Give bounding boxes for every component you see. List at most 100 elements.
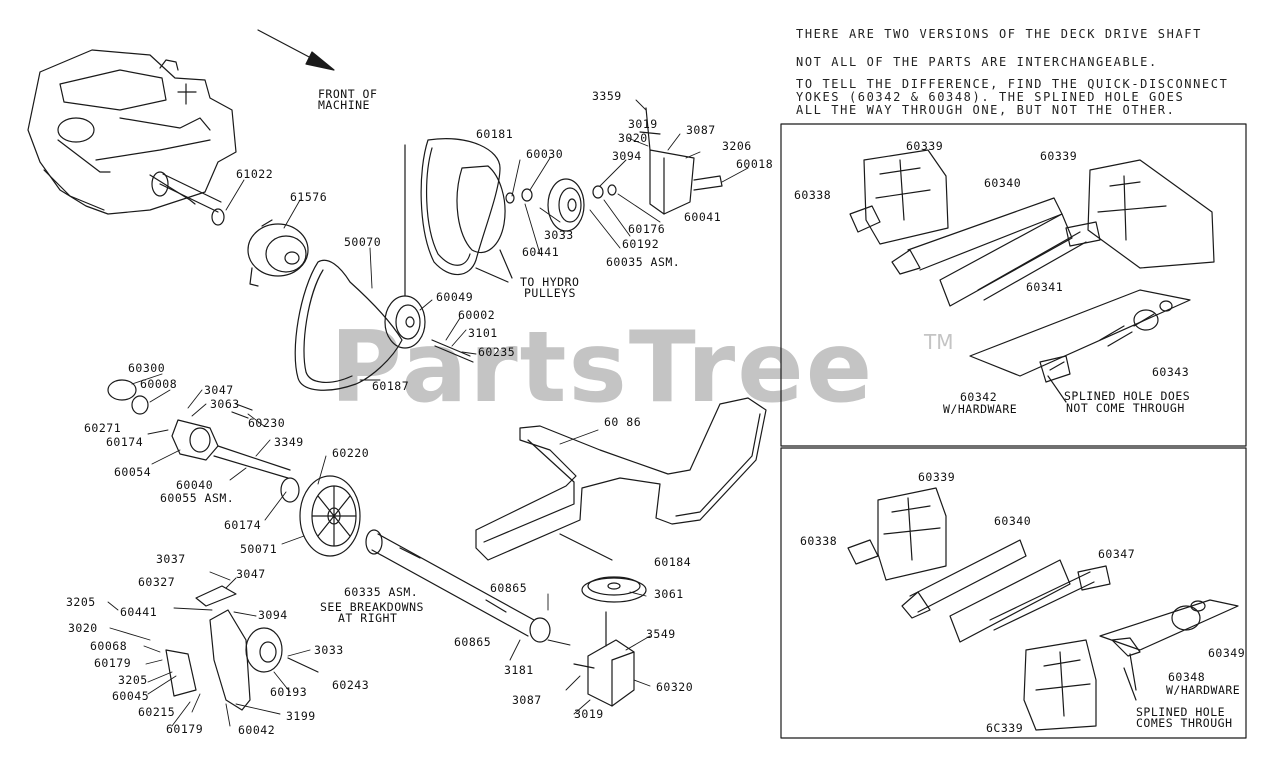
- part-number: 60327: [138, 575, 176, 589]
- crankshaft: [160, 174, 221, 212]
- part-number: 60174: [106, 435, 144, 449]
- leader-to-hydro: [476, 268, 508, 282]
- watermark-trademark: TM: [924, 330, 954, 354]
- part-number: 60243: [332, 678, 370, 692]
- part-number: 3020: [618, 131, 648, 145]
- idler-bracket-60041: [640, 108, 722, 214]
- pto-housing-60054: [108, 380, 299, 502]
- part-number: 3019: [628, 117, 658, 131]
- part-number: 60347: [1098, 547, 1136, 561]
- panel-bottom-border: [781, 448, 1246, 738]
- belt-60186-inner: [484, 414, 760, 542]
- note-line-4: YOKES (60342 & 60348). THE SPLINED HOLE …: [796, 90, 1185, 104]
- part-number: 60030: [526, 147, 564, 161]
- part-number: 60343: [1152, 365, 1190, 379]
- part-number: 3047: [204, 383, 234, 397]
- part-number: 3206: [722, 139, 752, 153]
- callout-to-hydro-2: PULLEYS: [524, 286, 576, 300]
- gearbox-60320: [574, 612, 634, 706]
- belt-60181-inner: [427, 148, 470, 265]
- engine-block: [28, 50, 236, 214]
- callout-60035-asm: 60035 ASM.: [606, 255, 681, 269]
- callout-w-hardware-bottom: W/HARDWARE: [1166, 683, 1241, 697]
- part-number: 6C339: [986, 721, 1024, 735]
- part-number: 60049: [436, 290, 474, 304]
- version2-exploded-view: [848, 488, 1238, 730]
- part-number: 3087: [686, 123, 716, 137]
- part-number: 61576: [290, 190, 328, 204]
- part-number: 3349: [274, 435, 304, 449]
- part-number: 3020: [68, 621, 98, 635]
- part-number: 3033: [544, 228, 574, 242]
- part-number: 60045: [112, 689, 150, 703]
- part-number: 3061: [654, 587, 684, 601]
- part-number: 60174: [224, 518, 262, 532]
- part-number: 60 86: [604, 415, 642, 429]
- callout-through-1: SPLINED HOLE: [1136, 705, 1226, 719]
- part-number: 3033: [314, 643, 344, 657]
- callout-not-through-2: NOT COME THROUGH: [1066, 401, 1185, 415]
- part-number: 60042: [238, 723, 276, 737]
- idler-pulley-60035: [506, 179, 616, 231]
- part-number: 3037: [156, 552, 186, 566]
- part-number: 60441: [522, 245, 560, 259]
- callout-w-hardware-top: W/HARDWARE: [943, 402, 1018, 416]
- part-number: 60340: [984, 176, 1022, 190]
- part-number: 60002: [458, 308, 496, 322]
- callout-not-through-1: SPLINED HOLE DOES: [1064, 389, 1191, 403]
- part-number: 3047: [236, 567, 266, 581]
- part-number: 61022: [236, 167, 274, 181]
- bolt-3033: [288, 658, 318, 672]
- belt-60186: [476, 398, 766, 560]
- front-of-machine-label-1: FRONT OF: [318, 87, 378, 101]
- pulley-50071: [300, 476, 360, 556]
- part-number: 60338: [800, 534, 838, 548]
- panel-top-border: [781, 124, 1246, 446]
- callout-60335-asm-1: 60335 ASM.: [344, 585, 419, 599]
- callout-60335-asm-3: AT RIGHT: [338, 611, 398, 625]
- part-number: 60300: [128, 361, 166, 375]
- part-number: 3359: [592, 89, 622, 103]
- part-number: 60176: [628, 222, 666, 236]
- watermark-brand: PartsTree: [330, 311, 875, 425]
- callout-60055-asm: 60055 ASM.: [160, 491, 235, 505]
- part-number: 60054: [114, 465, 152, 479]
- brake-plate-60042: [166, 586, 282, 710]
- part-number: 3205: [118, 673, 148, 687]
- part-number: 60865: [454, 635, 492, 649]
- part-number: 60441: [120, 605, 158, 619]
- part-number: 3549: [646, 627, 676, 641]
- part-number: 3019: [574, 707, 604, 721]
- part-number: 60235: [478, 345, 516, 359]
- note-line-2: NOT ALL OF THE PARTS ARE INTERCHANGEABLE…: [796, 55, 1158, 69]
- part-number: 60215: [138, 705, 176, 719]
- part-number: 60320: [656, 680, 694, 694]
- part-number: 60179: [166, 722, 204, 736]
- part-number: 60193: [270, 685, 308, 699]
- part-number: 60338: [794, 188, 832, 202]
- pulley-60049: [385, 296, 425, 348]
- leader-to-hydro-2: [500, 250, 512, 278]
- part-number: 60340: [994, 514, 1032, 528]
- note-line-3: TO TELL THE DIFFERENCE, FIND THE QUICK-D…: [796, 77, 1229, 91]
- part-number: 60339: [1040, 149, 1078, 163]
- part-number: 3087: [512, 693, 542, 707]
- electric-clutch: [248, 220, 308, 286]
- callout-60335-asm-2: SEE BREAKDOWNS: [320, 600, 424, 614]
- part-number: 50070: [344, 235, 382, 249]
- part-number: 60041: [684, 210, 722, 224]
- part-number: 3205: [66, 595, 96, 609]
- part-number: 3101: [468, 326, 498, 340]
- part-number: 3094: [258, 608, 288, 622]
- part-number: 60342: [960, 390, 998, 404]
- spacer-61022: [212, 209, 224, 225]
- part-number: 60220: [332, 446, 370, 460]
- part-number: 60339: [906, 139, 944, 153]
- part-number: 60349: [1208, 646, 1246, 660]
- part-number: 60192: [622, 237, 660, 251]
- callout-to-hydro-1: TO HYDRO: [520, 275, 580, 289]
- version1-exploded-view: [850, 150, 1214, 402]
- part-number: 60341: [1026, 280, 1064, 294]
- part-number: 60179: [94, 656, 132, 670]
